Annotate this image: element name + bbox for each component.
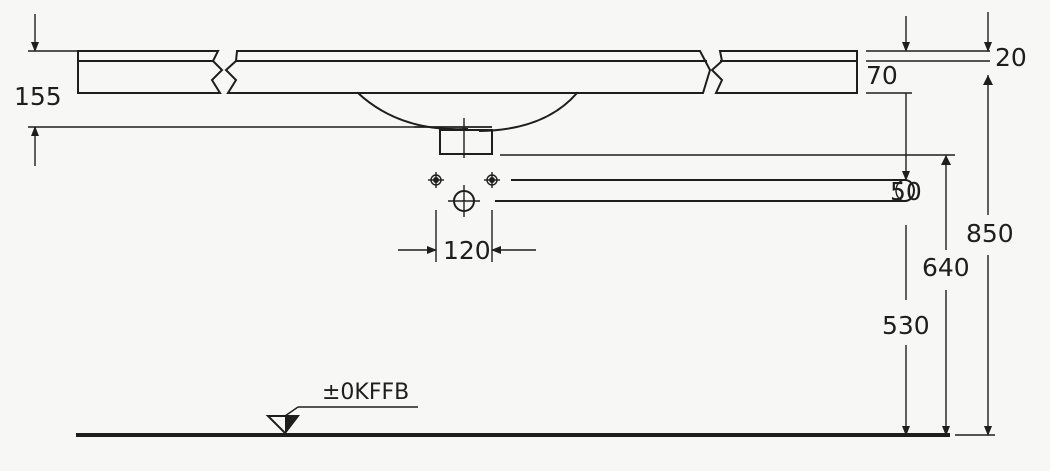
dimension-850: 850 bbox=[966, 219, 1014, 248]
waste-pipe-symbol bbox=[448, 185, 480, 217]
dimension-50: 50 bbox=[890, 177, 922, 206]
dimension-70: 70 bbox=[866, 61, 898, 90]
supply-valve-left bbox=[428, 172, 444, 188]
dimension-120-lines bbox=[398, 210, 536, 262]
dimension-155: 155 bbox=[14, 82, 62, 111]
drain-pipe-tube bbox=[495, 178, 915, 203]
dimension-530: 530 bbox=[882, 311, 930, 340]
floor-level-label: ±0KFFB bbox=[322, 380, 409, 405]
dimension-120: 120 bbox=[443, 236, 491, 265]
basin-bowl bbox=[356, 91, 579, 133]
dimension-155-lines bbox=[28, 14, 492, 166]
dimension-640-lines bbox=[500, 154, 955, 436]
waste-outlet bbox=[439, 118, 493, 158]
supply-valve-right bbox=[484, 172, 500, 188]
countertop bbox=[77, 50, 858, 94]
dimension-640: 640 bbox=[922, 253, 970, 282]
level-symbol-icon bbox=[265, 406, 418, 435]
dimension-top-lines bbox=[866, 12, 992, 94]
dimension-20: 20 bbox=[995, 43, 1027, 72]
dimension-850-lines bbox=[955, 75, 995, 436]
